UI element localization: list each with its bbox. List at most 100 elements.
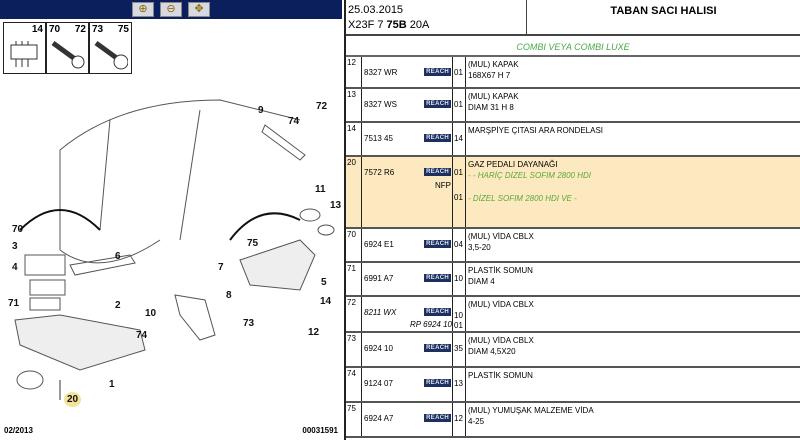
callout-8[interactable]: 8 [226,290,232,301]
part-reference[interactable]: 8327 WR [364,68,398,77]
ref-cell: 8327 WS REACH [362,89,453,121]
header-code: X23F 7 75B 20A [348,18,524,33]
reach-badge[interactable]: REACH [424,68,451,76]
parts-row[interactable]: 13 8327 WS REACH 01 (MUL) KAPAK DIAM 31 … [346,89,800,123]
zoom-pan-icon[interactable]: ✥ [188,2,210,17]
callout-71[interactable]: 71 [8,298,20,309]
reach-badge[interactable]: REACH [424,168,451,176]
reach-badge[interactable]: REACH [424,100,451,108]
parts-row[interactable]: 20 7572 R6 REACH NFP 01 01 GAZ PEDALI DA… [346,157,800,229]
qty-cell: 12 [453,403,466,436]
description: (MUL) YUMUŞAK MALZEME VİDA [468,406,594,415]
quantity: 10 [454,311,463,320]
part-reference[interactable]: 7513 45 [364,134,393,143]
callout-14[interactable]: 14 [320,296,332,307]
reach-badge[interactable]: REACH [424,308,451,316]
part-reference[interactable]: 6924 10 [364,344,393,353]
description-detail: 4-25 [468,417,485,426]
description-cell: (MUL) VİDA CBLX [466,297,800,331]
thumb-label: 70 [49,24,61,35]
header-date: 25.03.2015 [348,4,404,16]
header-info: 25.03.2015 X23F 7 75B 20A [346,0,527,34]
description: PLASTİK SOMUN [468,371,533,380]
part-reference[interactable]: 8327 WS [364,100,397,109]
callout-1[interactable]: 1 [109,379,115,390]
description: MARŞPİYE ÇITASI ARA RONDELASI [468,126,603,135]
callout-7[interactable]: 7 [218,262,224,273]
part-reference[interactable]: 8211 WX [364,308,397,317]
parts-row[interactable]: 72 8211 WX REACH RP 6924 10 10 01 (MUL) … [346,297,800,333]
item-number: 12 [346,57,362,87]
description-cell: PLASTİK SOMUN [466,368,800,401]
callout-5[interactable]: 5 [321,277,327,288]
parts-row[interactable]: 73 6924 10 REACH 35 (MUL) VİDA CBLX DIAM… [346,333,800,368]
callout-75[interactable]: 75 [247,238,259,249]
thumbnail-clip[interactable]: 14 [3,22,46,74]
replacement-ref[interactable]: RP 6924 10 [410,320,452,329]
part-reference[interactable]: 7572 R6 [364,168,395,177]
nfp-label: NFP [435,181,451,190]
callout-9[interactable]: 9 [258,105,264,116]
callout-13[interactable]: 13 [330,200,342,211]
callout-70[interactable]: 70 [12,224,24,235]
callout-12[interactable]: 12 [308,327,320,338]
item-number: 20 [346,157,362,227]
callout-72[interactable]: 72 [316,101,328,112]
ref-cell: 8211 WX REACH RP 6924 10 [362,297,453,331]
qty-cell: 35 [453,333,466,366]
part-reference[interactable]: 6924 E1 [364,240,394,249]
ref-cell: 6991 A7 REACH [362,263,453,295]
description-cell: (MUL) YUMUŞAK MALZEME VİDA 4-25 [466,403,800,436]
description: (MUL) KAPAK [468,92,519,101]
variant-note: - - HARİÇ DİZEL SOFIM 2800 HDI [468,171,591,180]
parts-list: 25.03.2015 X23F 7 75B 20A TABAN SACI HAL… [344,0,800,440]
parts-header: 25.03.2015 X23F 7 75B 20A TABAN SACI HAL… [346,0,800,36]
item-number: 74 [346,368,362,401]
description: (MUL) KAPAK [468,60,519,69]
callout-73[interactable]: 73 [243,318,255,329]
callout-74[interactable]: 74 [288,116,300,127]
parts-row[interactable]: 74 9124 07 REACH 13 PLASTİK SOMUN [346,368,800,403]
reach-badge[interactable]: REACH [424,240,451,248]
part-reference[interactable]: 6924 A7 [364,414,394,423]
thumb-label: 14 [31,24,43,35]
parts-row[interactable]: 70 6924 E1 REACH 04 (MUL) VİDA CBLX 3,5-… [346,229,800,263]
part-reference[interactable]: 6991 A7 [364,274,394,283]
callout-6[interactable]: 6 [115,251,121,262]
quantity: 35 [454,344,463,353]
qty-cell: 10 [453,263,466,295]
callout-10[interactable]: 10 [145,308,157,319]
quantity: 14 [454,134,463,143]
callout-20[interactable]: 20 [64,392,82,407]
reach-badge[interactable]: REACH [424,134,451,142]
parts-row[interactable]: 71 6991 A7 REACH 10 PLASTİK SOMUN DIAM 4 [346,263,800,297]
callout-74[interactable]: 74 [136,330,148,341]
description-cell: (MUL) VİDA CBLX DIAM 4,5X20 [466,333,800,366]
zoom-in-icon[interactable]: ⊕ [132,2,154,17]
code-suffix: 20A [406,19,430,31]
screw-icon [94,40,128,70]
description-cell: (MUL) KAPAK DIAM 31 H 8 [466,89,800,121]
item-number: 14 [346,123,362,155]
part-reference[interactable]: 9124 07 [364,379,393,388]
reach-badge[interactable]: REACH [424,274,451,282]
reach-badge[interactable]: REACH [424,414,451,422]
reach-badge[interactable]: REACH [424,344,451,352]
parts-row[interactable]: 75 6924 A7 REACH 12 (MUL) YUMUŞAK MALZEM… [346,403,800,438]
zoom-out-icon[interactable]: ⊖ [160,2,182,17]
quantity-2: 01 [454,193,463,202]
qty-cell: 10 01 [453,297,466,331]
callout-11[interactable]: 11 [315,184,326,195]
clip-icon [10,41,38,67]
parts-row[interactable]: 14 7513 45 REACH 14 MARŞPİYE ÇITASI ARA … [346,123,800,157]
callout-4[interactable]: 4 [12,262,18,273]
reach-badge[interactable]: REACH [424,379,451,387]
item-number: 73 [346,333,362,366]
callout-3[interactable]: 3 [12,241,18,252]
parts-row[interactable]: 12 8327 WR REACH 01 (MUL) KAPAK 168X67 H… [346,57,800,89]
callout-2[interactable]: 2 [115,300,121,311]
